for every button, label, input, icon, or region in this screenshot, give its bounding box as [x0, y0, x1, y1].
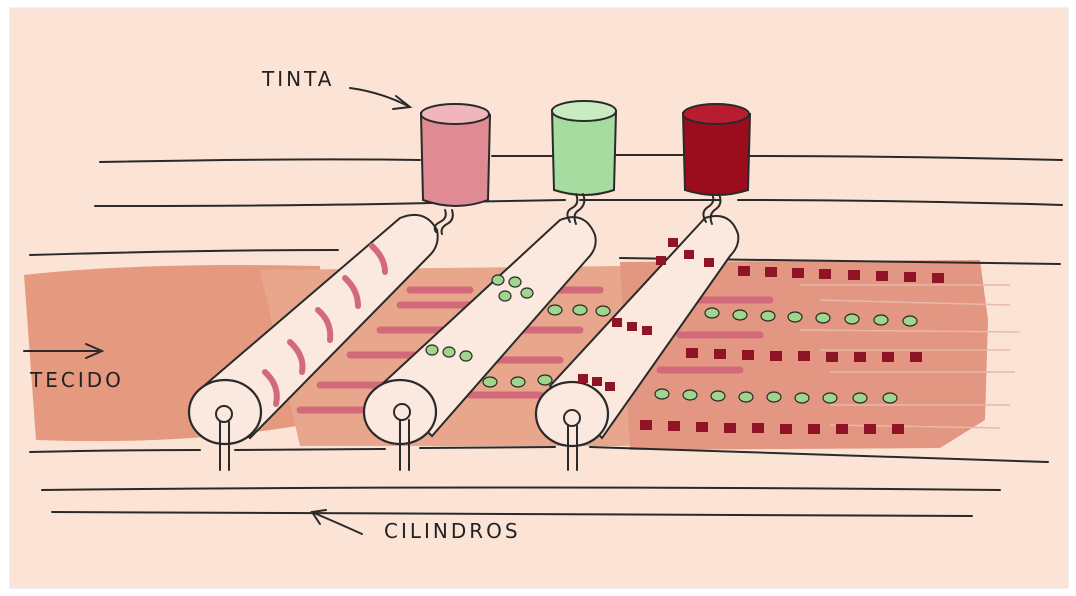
fabric-label: TECIDO: [29, 368, 124, 392]
cylinders-label: CILINDROS: [384, 519, 521, 543]
ink-label: TINTA: [261, 67, 334, 91]
